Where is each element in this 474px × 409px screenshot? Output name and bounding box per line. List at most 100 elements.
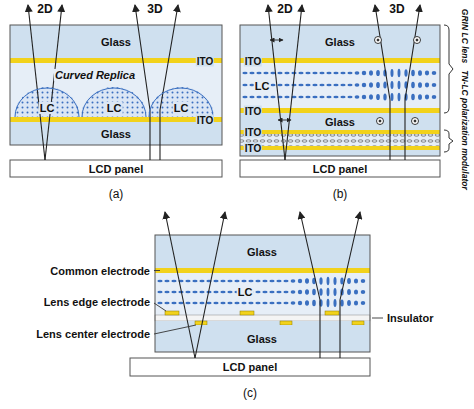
- lc-molecules: [319, 96, 324, 99]
- lc-molecules: [227, 291, 232, 294]
- stack-b: [240, 160, 440, 177]
- lc-molecules: [369, 70, 373, 75]
- stack-c: [165, 311, 179, 315]
- lc-molecules: [277, 84, 282, 87]
- stack-c: [325, 311, 339, 315]
- lc-molecules: [390, 93, 393, 101]
- lc-molecules: [305, 278, 309, 284]
- layer-label: Glass: [246, 246, 278, 258]
- lc-molecules: [418, 94, 422, 100]
- light-ray: [135, 5, 150, 160]
- bracket: [444, 130, 453, 152]
- light-ray: [268, 5, 285, 160]
- stack-a: [10, 117, 222, 122]
- lc-molecules: [255, 280, 260, 283]
- lc-molecules: [305, 84, 310, 87]
- lc-molecules: [213, 302, 218, 305]
- mode-label: 2D: [36, 3, 53, 16]
- lc-molecules: [362, 71, 366, 75]
- leader-line: [154, 271, 383, 335]
- bracket: [444, 25, 453, 152]
- lc-molecules: [354, 278, 358, 283]
- lc-molecules: [347, 84, 352, 87]
- lc-molecules: [242, 84, 247, 87]
- lc-molecules: [305, 96, 310, 99]
- lc-molecules: [326, 72, 331, 75]
- lc-molecules: [398, 69, 401, 77]
- lc-molecules: [333, 96, 338, 99]
- lc-molecules: [418, 70, 422, 76]
- lc-molecules: [333, 299, 336, 307]
- lc-molecules: [340, 72, 345, 75]
- lc-molecules: [270, 84, 275, 87]
- lc-molecules: [312, 300, 316, 306]
- layer-label: Glass: [324, 115, 356, 127]
- lc-molecules: [362, 95, 366, 99]
- stack-b: [240, 25, 440, 177]
- lc-molecules: [361, 290, 366, 294]
- lc-molecules: [171, 302, 176, 305]
- lc-molecules: [361, 279, 366, 283]
- polarization-mark: [375, 37, 382, 44]
- lc-molecules: [312, 84, 317, 87]
- lc-molecules: [255, 302, 260, 305]
- light-ray: [340, 212, 360, 358]
- lc-molecules: [276, 302, 281, 305]
- lc-molecules: [390, 69, 393, 77]
- lc-molecules: [340, 300, 343, 307]
- lc-molecules: [249, 96, 254, 99]
- lc-molecules: [241, 280, 246, 283]
- lc-molecules: [164, 291, 169, 294]
- stack-a: [148, 87, 214, 117]
- stack-b: [240, 25, 440, 156]
- lc-molecules: [227, 302, 232, 305]
- lc-molecules: [269, 302, 274, 305]
- stack-c: [280, 321, 292, 325]
- lc-molecules: [256, 96, 261, 99]
- stack-a: [10, 25, 222, 58]
- leader-line: [154, 303, 166, 311]
- lc-molecules: [269, 291, 274, 294]
- lc-molecules: [283, 302, 288, 305]
- light-ray: [28, 5, 420, 358]
- stack-c: [155, 325, 370, 352]
- lc-molecules: [199, 291, 204, 294]
- layer-label: LC: [237, 286, 254, 298]
- lc-molecules: [157, 280, 162, 283]
- lcd-panel: LCD panel: [10, 160, 222, 177]
- layer-label: Glass: [100, 127, 132, 139]
- lc-molecules: [185, 302, 190, 305]
- lc-molecules: [227, 280, 232, 283]
- lc-molecules: [425, 95, 429, 100]
- lc-molecules: [305, 300, 309, 306]
- lc-molecules: [355, 71, 360, 75]
- lc-molecules: [262, 280, 267, 283]
- stack-c: [155, 235, 370, 352]
- part-label: Common electrode: [49, 264, 151, 276]
- layer-label: Glass: [246, 332, 278, 344]
- light-ray: [375, 5, 390, 160]
- polarization-mark: [270, 37, 421, 125]
- stack-b: [240, 150, 440, 156]
- lc-molecules: [390, 81, 393, 89]
- electrode-label: ITO: [196, 55, 214, 66]
- lc-molecules: [398, 93, 401, 101]
- part-label: Lens edge electrode: [43, 296, 151, 308]
- stack-c: [195, 321, 207, 325]
- lc-molecules: [284, 96, 289, 99]
- lc-molecules: [376, 70, 380, 76]
- leader-line: [154, 325, 196, 334]
- polarization-mark: [414, 37, 421, 44]
- lc-molecules: [404, 69, 407, 76]
- lc-molecules: [255, 291, 260, 294]
- part-label: Lens center electrode: [35, 328, 151, 340]
- lc-molecules: [361, 301, 366, 305]
- light-ray: [28, 5, 45, 160]
- lc-molecules: [425, 83, 429, 88]
- polarization-mark: [416, 39, 418, 41]
- glass-plate: Glass: [155, 235, 370, 268]
- lc-molecules: [333, 288, 336, 296]
- polarization-mark: [412, 118, 419, 125]
